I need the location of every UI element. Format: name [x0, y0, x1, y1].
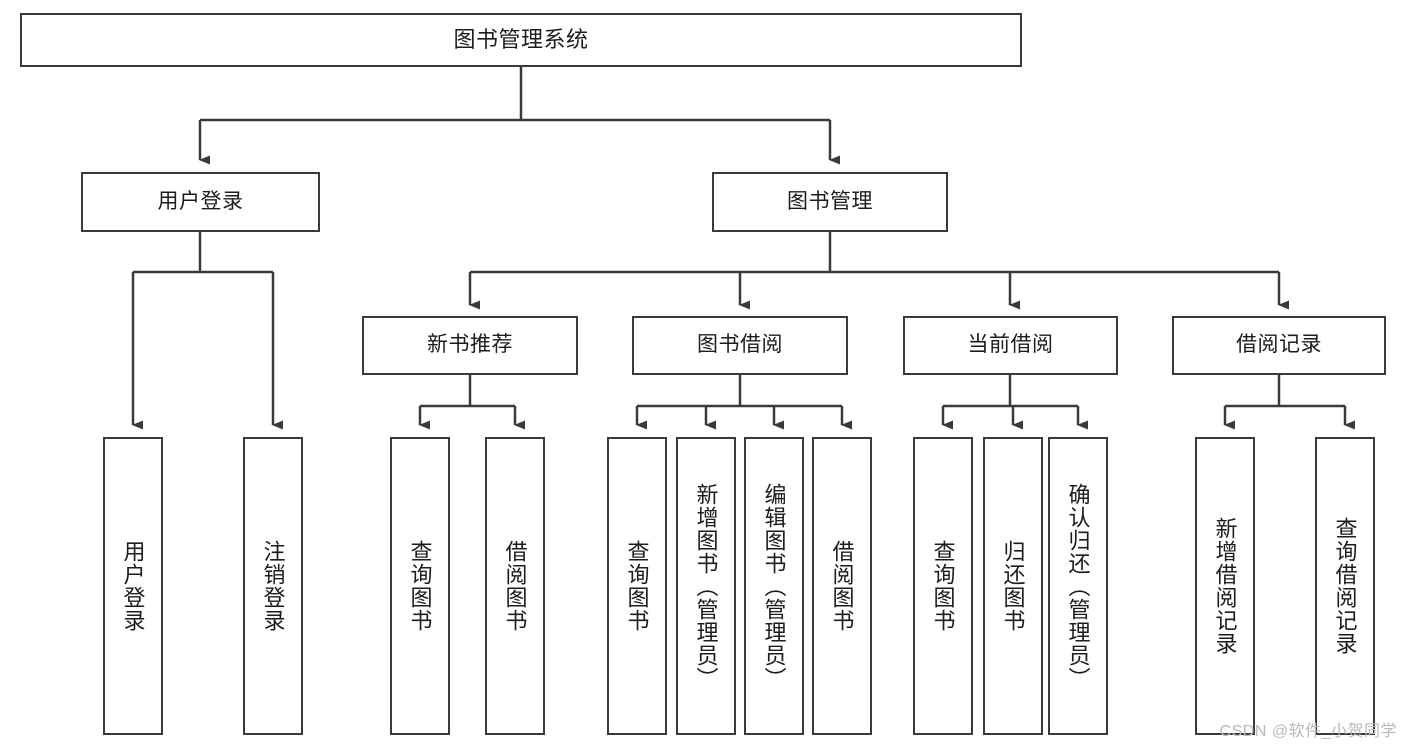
- node-leaf-borrow-query-label: 查询图书: [624, 540, 650, 632]
- node-leaf-rec-query-label: 查询图书: [407, 540, 433, 632]
- node-new-book-rec-label: 新书推荐: [427, 333, 513, 357]
- node-current-borrow-label: 当前借阅: [967, 333, 1054, 357]
- node-leaf-rec-query[interactable]: 查询图书: [390, 437, 450, 735]
- node-current-borrow[interactable]: 当前借阅: [903, 316, 1118, 375]
- watermark: CSDN @软件_小贺同学: [1219, 723, 1397, 740]
- node-leaf-borrow-lend-label: 借阅图书: [829, 540, 855, 632]
- node-leaf-borrow-edit[interactable]: 编辑图书（管理员）: [744, 437, 804, 735]
- node-leaf-cur-return-label: 归还图书: [1000, 540, 1026, 632]
- node-book-manage-label: 图书管理: [787, 189, 873, 213]
- node-leaf-rec-borrow[interactable]: 借阅图书: [485, 437, 545, 735]
- node-new-book-rec[interactable]: 新书推荐: [362, 316, 578, 375]
- node-leaf-borrow-lend[interactable]: 借阅图书: [812, 437, 872, 735]
- node-leaf-cur-confirm[interactable]: 确认归还（管理员）: [1048, 437, 1108, 735]
- node-user-login-label: 用户登录: [157, 189, 244, 213]
- node-root[interactable]: 图书管理系统: [20, 13, 1022, 67]
- node-leaf-rec-add[interactable]: 新增借阅记录: [1195, 437, 1255, 735]
- node-borrow-record-label: 借阅记录: [1236, 333, 1322, 357]
- node-book-manage[interactable]: 图书管理: [712, 172, 948, 232]
- node-borrow-record[interactable]: 借阅记录: [1172, 316, 1386, 375]
- node-leaf-rec-query2-label: 查询借阅记录: [1332, 517, 1358, 655]
- node-leaf-user-login[interactable]: 用户登录: [103, 437, 163, 735]
- node-leaf-borrow-query[interactable]: 查询图书: [607, 437, 667, 735]
- node-leaf-cur-query-label: 查询图书: [930, 540, 956, 632]
- node-book-borrow-label: 图书借阅: [697, 333, 783, 357]
- node-user-login[interactable]: 用户登录: [81, 172, 320, 232]
- node-leaf-user-login-label: 用户登录: [120, 540, 146, 632]
- node-leaf-borrow-add-label: 新增图书（管理员）: [693, 482, 719, 690]
- node-leaf-user-logout[interactable]: 注销登录: [243, 437, 303, 735]
- node-leaf-cur-confirm-label: 确认归还（管理员）: [1065, 482, 1091, 690]
- node-book-borrow[interactable]: 图书借阅: [632, 316, 848, 375]
- node-leaf-borrow-add[interactable]: 新增图书（管理员）: [676, 437, 736, 735]
- node-root-label: 图书管理系统: [453, 27, 589, 53]
- node-leaf-cur-return[interactable]: 归还图书: [983, 437, 1043, 735]
- node-leaf-rec-add-label: 新增借阅记录: [1212, 517, 1238, 655]
- node-leaf-borrow-edit-label: 编辑图书（管理员）: [761, 482, 787, 690]
- node-leaf-rec-borrow-label: 借阅图书: [502, 540, 528, 632]
- node-leaf-rec-query2[interactable]: 查询借阅记录: [1315, 437, 1375, 735]
- node-leaf-cur-query[interactable]: 查询图书: [913, 437, 973, 735]
- node-leaf-user-logout-label: 注销登录: [260, 540, 286, 632]
